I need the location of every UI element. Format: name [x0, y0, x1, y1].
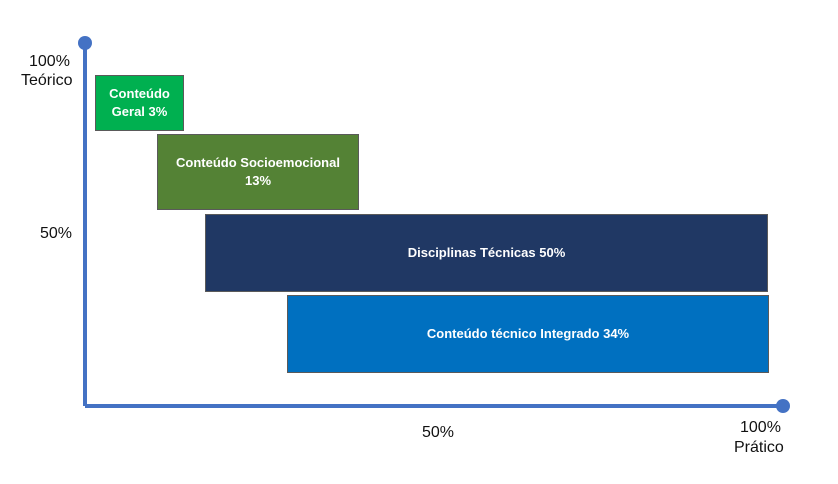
- x-axis-end-dot: [776, 399, 790, 413]
- y-axis-top-percent: 100%: [29, 53, 70, 70]
- x-axis-end-percent: 100%: [740, 419, 781, 436]
- block-label-line2: Geral 3%: [111, 104, 168, 119]
- block-conteudo-socioemocional: Conteúdo Socioemocional 13%: [157, 134, 359, 210]
- block-conteudo-geral: Conteúdo Geral 3%: [95, 75, 184, 131]
- block-label-line1: Conteúdo Socioemocional: [176, 155, 340, 170]
- block-label-line1: Disciplinas Técnicas 50%: [407, 245, 566, 260]
- block-disciplinas-tecnicas: Disciplinas Técnicas 50%: [205, 214, 768, 292]
- y-axis-top-name: Teórico: [21, 72, 73, 89]
- x-axis-mid-percent: 50%: [422, 424, 455, 441]
- y-axis-mid-percent: 50%: [40, 225, 73, 242]
- block-conteudo-tecnico-integrado: Conteúdo técnico Integrado 34%: [287, 295, 769, 373]
- y-axis-end-dot: [78, 36, 92, 50]
- x-axis-end-name: Prático: [734, 439, 784, 456]
- block-label-line1: Conteúdo técnico Integrado 34%: [426, 326, 630, 341]
- block-label-line2: 13%: [244, 173, 272, 188]
- block-label-line1: Conteúdo: [109, 86, 170, 101]
